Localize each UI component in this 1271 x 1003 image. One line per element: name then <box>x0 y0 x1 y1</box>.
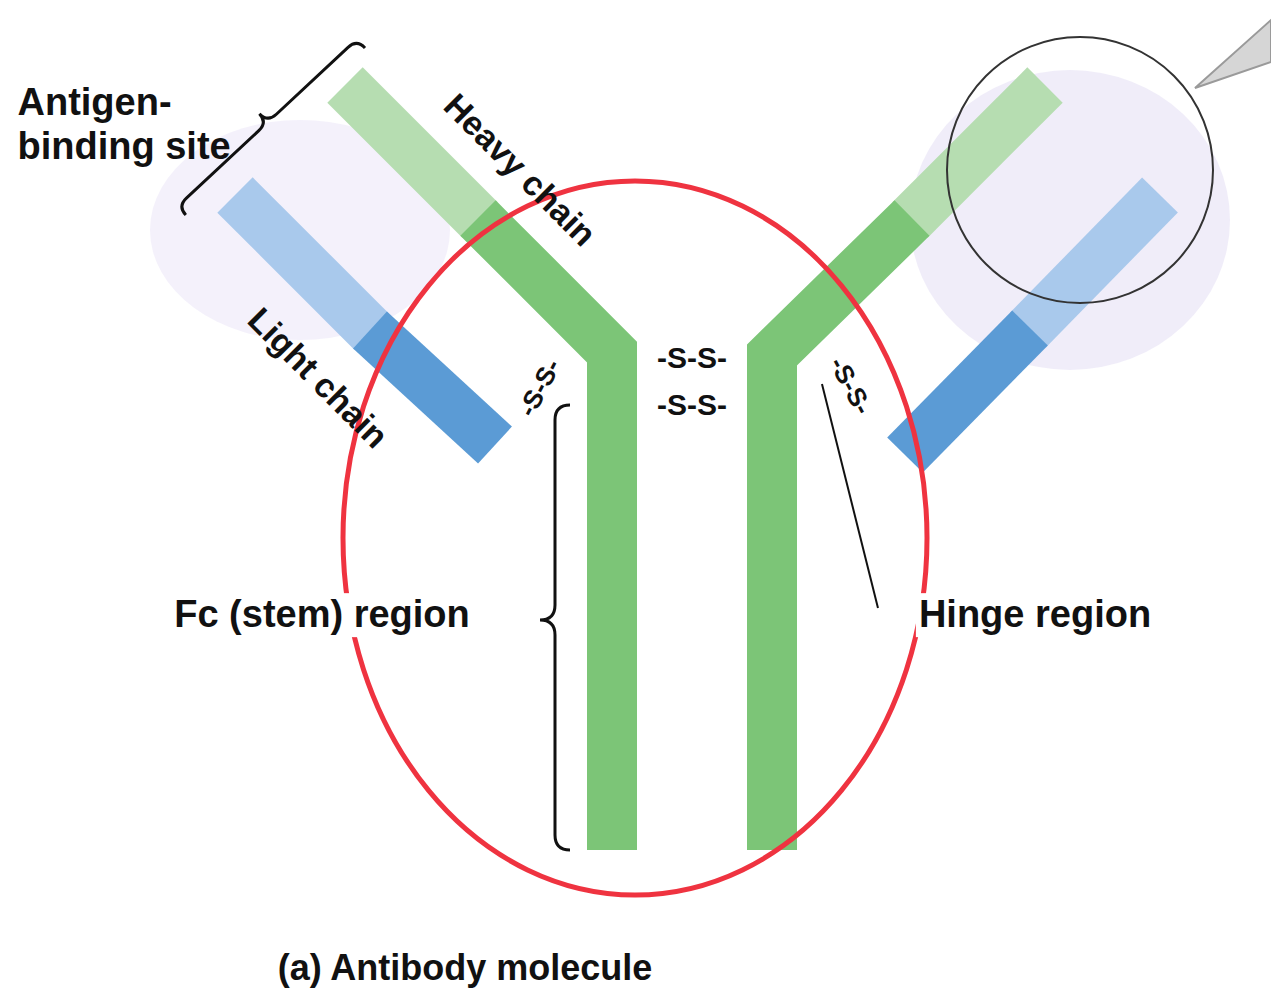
zoom-circle <box>947 37 1213 303</box>
region-label: Hinge region <box>916 593 1154 637</box>
heavy-chain <box>478 218 612 850</box>
bond-label: -S-S- <box>513 354 568 422</box>
bond-label: -S-S- <box>657 388 727 423</box>
figure-caption: (a) Antibody molecule <box>278 947 653 988</box>
heavy-chain <box>772 218 912 850</box>
heavy-chain <box>910 85 1045 220</box>
callout-pointer <box>1195 20 1271 88</box>
highlight-circle <box>343 181 927 895</box>
bracket <box>169 30 365 215</box>
bond-label: -S-S- <box>657 341 727 376</box>
light-chain <box>1028 195 1160 330</box>
bracket <box>540 405 570 850</box>
region-label: Fc (stem) region <box>171 593 473 637</box>
part-label: Antigen-binding site <box>18 81 233 168</box>
light-chain <box>905 328 1030 455</box>
bond-label: -S-S- <box>823 352 878 420</box>
